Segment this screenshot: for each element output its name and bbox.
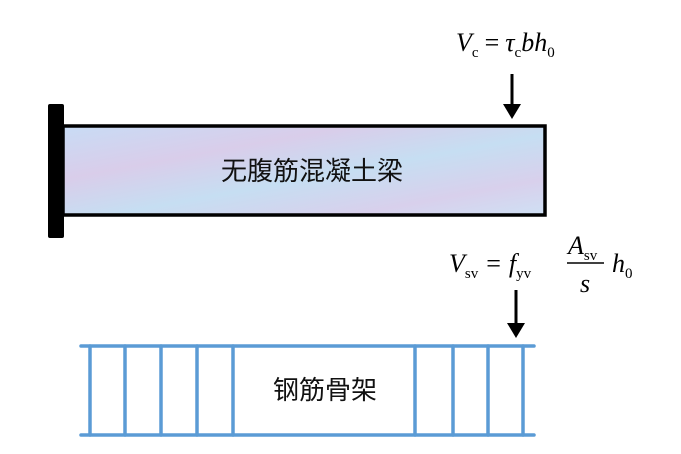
load-arrow-cage — [507, 290, 525, 338]
stirrup-shear-formula: Vsv=fyv Asv s h0 — [449, 231, 633, 298]
svg-text:s: s — [580, 269, 590, 298]
svg-text:Asv: Asv — [566, 231, 598, 264]
cage-label: 钢筋骨架 — [273, 376, 377, 406]
beam-label: 无腹筋混凝土梁 — [221, 157, 403, 187]
fixed-support-wall — [48, 104, 64, 238]
concrete-shear-formula: Vc=τcbh0 — [456, 28, 555, 61]
rebar-cage — [79, 344, 536, 437]
load-arrow-beam — [503, 74, 521, 119]
svg-text:h0: h0 — [612, 249, 633, 282]
svg-text:Vsv=fyv: Vsv=fyv — [449, 249, 532, 282]
concrete-beam — [61, 124, 547, 217]
